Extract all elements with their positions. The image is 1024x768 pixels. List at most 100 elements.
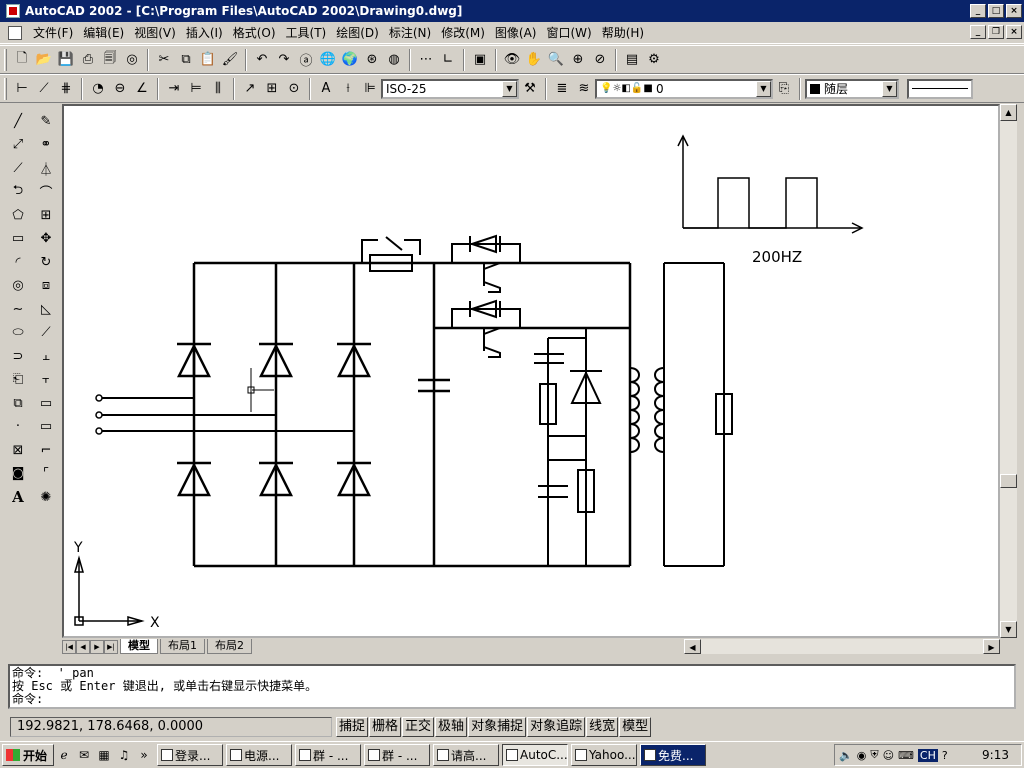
arc-icon[interactable]: ◜ (15, 254, 21, 270)
linear-dimension-icon[interactable]: ⊢ (16, 81, 28, 96)
globe-icon[interactable]: 🌍 (341, 52, 359, 67)
tab-model[interactable]: 模型 (120, 639, 158, 654)
layer-select[interactable]: 💡☼◧🔓■ 0 ▼ (595, 78, 773, 99)
chamfer-icon[interactable]: ⌐ (40, 442, 52, 458)
lineweight-toggle[interactable]: 线宽 (586, 717, 619, 737)
menu-view[interactable]: 视图(V) (134, 26, 176, 40)
center-mark-icon[interactable]: ⊙ (288, 81, 300, 96)
menu-insert[interactable]: 插入(I) (185, 26, 223, 40)
task-button[interactable]: 请高... (433, 744, 499, 766)
network-icon[interactable]: ◉ (856, 748, 867, 762)
tolerance-icon[interactable]: ⊞ (266, 81, 278, 96)
multiline-text-icon[interactable]: A (12, 488, 24, 506)
pentagon-icon[interactable]: ⬠ (12, 207, 24, 223)
menu-tools[interactable]: 工具(T) (285, 26, 327, 40)
more-quicklaunch-icon[interactable]: » (140, 748, 148, 762)
pan-icon[interactable]: ✋ (525, 52, 543, 67)
task-button[interactable]: Yahoo... (571, 744, 637, 766)
task-button-autocad[interactable]: AutoC... (502, 744, 568, 766)
volume-icon[interactable]: 🔈 (839, 748, 853, 762)
language-indicator[interactable]: CH (917, 748, 938, 762)
extend-icon[interactable]: ⫟ (42, 372, 50, 387)
task-button[interactable]: 群 - ... (364, 744, 430, 766)
task-button[interactable]: 免费... (640, 744, 706, 766)
ucs-icon[interactable]: ∟ (442, 52, 454, 67)
circle-icon[interactable]: ◎ (12, 278, 24, 293)
print-preview-icon[interactable]: 🗐 (103, 50, 117, 66)
fillet-icon[interactable]: ⌜ (42, 466, 50, 481)
internet-icon[interactable]: ◍ (388, 52, 400, 67)
cut-icon[interactable]: ✂ (158, 52, 170, 67)
menu-format[interactable]: 格式(O) (232, 26, 276, 40)
doc-restore-button[interactable]: ❐ (988, 25, 1004, 39)
outlook-icon[interactable]: ✉ (78, 748, 90, 762)
otrack-toggle[interactable]: 对象追踪 (527, 717, 586, 737)
web-icon[interactable]: 🌐 (319, 52, 337, 67)
stretch-icon[interactable]: ◺ (41, 301, 51, 317)
help-icon[interactable]: ? (941, 748, 948, 762)
menu-modify[interactable]: 修改(M) (441, 26, 485, 40)
make-block-icon[interactable]: ⧉ (13, 395, 23, 411)
task-button[interactable]: 电源... (226, 744, 292, 766)
first-tab-button[interactable]: |◀ (62, 639, 76, 654)
minimize-button[interactable]: _ (970, 4, 986, 18)
redo-icon[interactable]: ↷ (278, 52, 290, 67)
layer-manager-icon[interactable]: ≣ (556, 81, 568, 96)
last-tab-button[interactable]: ▶| (104, 639, 118, 654)
dimension-update-icon[interactable]: ⊫ (364, 81, 376, 96)
task-button[interactable]: 群 - ... (295, 744, 361, 766)
copy-object-icon[interactable]: ⚭ (40, 137, 52, 152)
trim-icon[interactable]: ⫠ (42, 348, 50, 364)
menu-dimension[interactable]: 标注(N) (388, 26, 432, 40)
antivirus-icon[interactable]: ⛨ (870, 748, 879, 761)
zoom-previous-icon[interactable]: ⊘ (594, 52, 606, 67)
lengthen-icon[interactable]: ⟋ (41, 325, 51, 340)
command-line[interactable]: 命令: '_pan 按 Esc 或 Enter 键退出, 或单击右键显示快捷菜单… (8, 664, 1016, 709)
rotate-icon[interactable]: ↻ (40, 254, 52, 270)
network-icon[interactable]: ⊛ (366, 52, 378, 67)
continue-dimension-icon[interactable]: ⫼ (215, 81, 221, 96)
doc-minimize-button[interactable]: _ (970, 25, 986, 39)
region-icon[interactable]: ◙ (11, 466, 25, 481)
aerial-view-icon[interactable]: 👁 (503, 52, 521, 67)
radius-dimension-icon[interactable]: ◔ (92, 81, 104, 96)
messenger-icon[interactable]: ☺ (882, 748, 895, 762)
drawing-canvas[interactable]: 200HZ (62, 104, 1000, 638)
menu-file[interactable]: 文件(F) (33, 26, 74, 40)
task-button[interactable]: 登录... (157, 744, 223, 766)
named-views-icon[interactable]: ▣ (473, 52, 487, 67)
menu-image[interactable]: 图像(A) (494, 26, 537, 40)
ortho-toggle[interactable]: 正交 (402, 717, 435, 737)
mirror-icon[interactable]: ⏃ (39, 162, 53, 178)
dimension-style-select[interactable]: ISO-25 ▼ (381, 78, 519, 99)
hyperlink-icon[interactable]: ⓐ (299, 54, 313, 69)
publish-icon[interactable]: ◎ (126, 52, 138, 67)
quick-dimension-icon[interactable]: ⇥ (168, 81, 180, 96)
desktop-icon[interactable]: ▦ (98, 748, 110, 762)
dimension-style-manager-icon[interactable]: ⚒ (524, 81, 536, 96)
leader-icon[interactable]: ↗ (244, 81, 256, 96)
move-icon[interactable]: ✥ (40, 231, 52, 246)
offset-icon[interactable]: ⌒ (39, 186, 53, 201)
open-file-icon[interactable]: 📂 (35, 52, 53, 67)
polygon-icon[interactable]: ⮌ (12, 182, 24, 198)
line-icon[interactable]: ╱ (14, 113, 22, 129)
paste-icon[interactable]: 📋 (199, 52, 217, 67)
undo-icon[interactable]: ↶ (256, 52, 268, 67)
baseline-dimension-icon[interactable]: ⊨ (190, 81, 202, 96)
linetype-select[interactable] (907, 78, 973, 99)
erase-icon[interactable]: ✎ (40, 113, 52, 129)
revcloud-icon[interactable]: ⊃ (12, 348, 24, 364)
match-properties-icon[interactable]: 🖌 (221, 52, 239, 67)
model-toggle[interactable]: 模型 (619, 717, 652, 737)
new-file-icon[interactable]: 🗋 (16, 50, 28, 66)
dimension-edit-icon[interactable]: A (321, 81, 331, 96)
make-object-layer-current-icon[interactable]: ⎘ (778, 81, 790, 96)
menu-help[interactable]: 帮助(H) (601, 26, 645, 40)
menu-edit[interactable]: 编辑(E) (83, 26, 125, 40)
prev-tab-button[interactable]: ◀ (76, 639, 90, 654)
maximize-button[interactable]: □ (988, 4, 1004, 18)
explode-icon[interactable]: ✺ (40, 489, 52, 505)
chevron-down-icon[interactable]: ▼ (756, 80, 771, 97)
spline-icon[interactable]: ∼ (12, 301, 24, 317)
